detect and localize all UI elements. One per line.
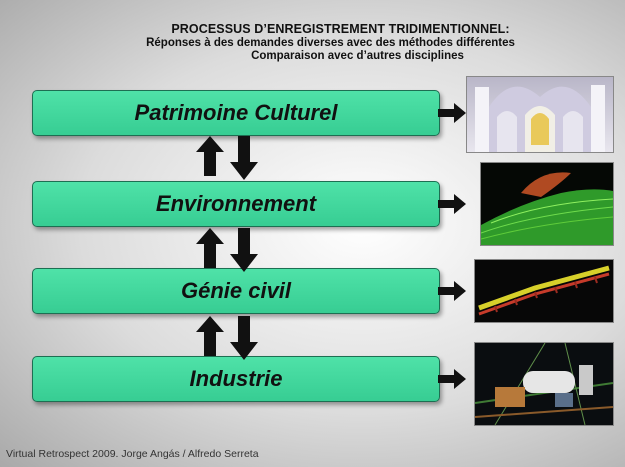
industrial-plant-scan-image	[474, 342, 614, 426]
box-environnement: Environnement	[32, 181, 440, 227]
bidirectional-arrows-icon	[196, 316, 258, 360]
box-label: Environnement	[155, 191, 317, 216]
title-line-3: Comparaison avec d’autres disciplines	[251, 50, 464, 62]
footer-credit: Virtual Retrospect 2009. Jorge Angás / A…	[6, 448, 259, 460]
bidirectional-arrows-icon	[196, 136, 258, 180]
terrain-point-cloud-image	[480, 162, 614, 246]
right-arrow-icon	[438, 194, 466, 214]
box-industrie: Industrie	[32, 356, 440, 402]
slide-header: PROCESSUS D’ENREGISTREMENT TRIDIMENTIONN…	[0, 22, 625, 62]
box-genie-civil: Génie civil	[32, 268, 440, 314]
gothic-interior-scan-image	[466, 76, 614, 153]
right-arrow-icon	[438, 369, 466, 389]
box-patrimoine-culturel: Patrimoine Culturel	[32, 90, 440, 136]
title-line-2: Réponses à des demandes diverses avec de…	[146, 37, 515, 49]
box-label: Patrimoine Culturel	[134, 100, 338, 125]
right-arrow-icon	[438, 281, 466, 301]
bidirectional-arrows-icon	[196, 228, 258, 272]
right-arrow-icon	[438, 103, 466, 123]
box-label: Génie civil	[180, 278, 292, 303]
title-line-1: PROCESSUS D’ENREGISTREMENT TRIDIMENTIONN…	[171, 22, 510, 36]
box-label: Industrie	[189, 366, 283, 391]
bridge-point-cloud-image	[474, 259, 614, 323]
